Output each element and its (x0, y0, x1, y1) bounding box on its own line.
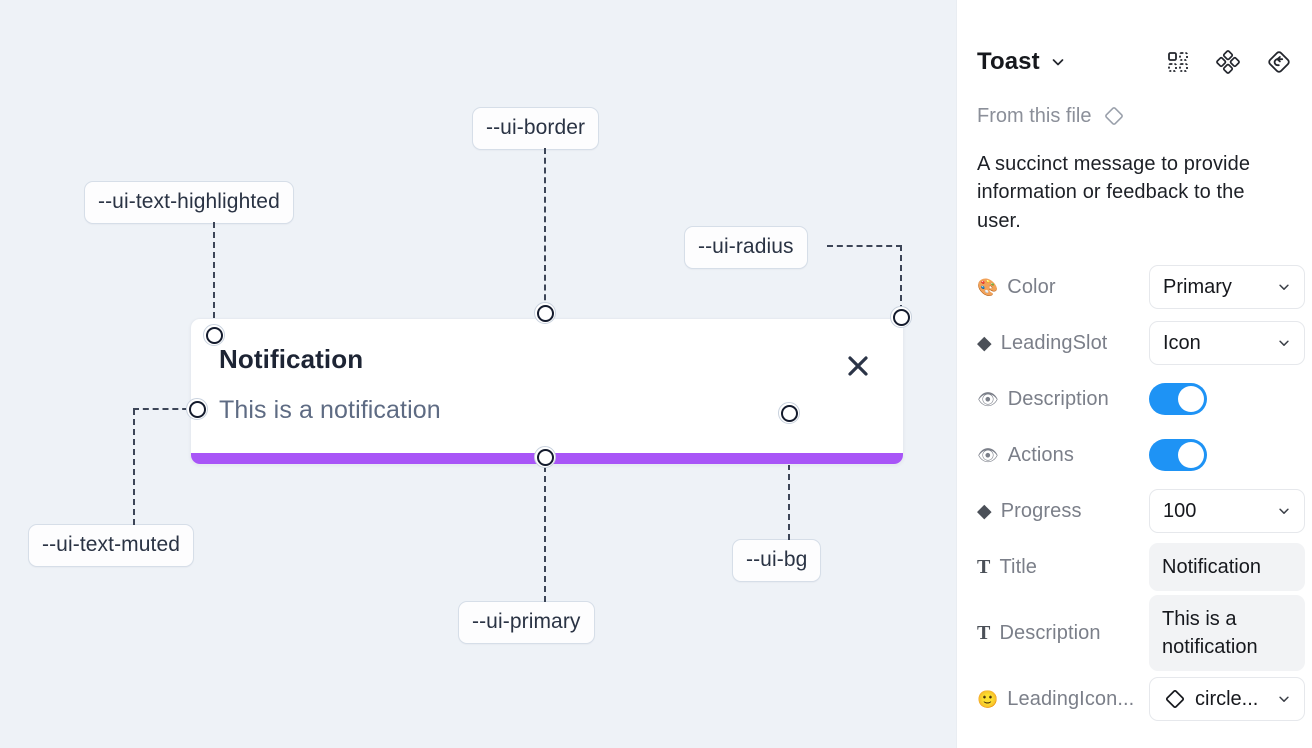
property-label-actions-toggle: 👁 Actions (977, 444, 1149, 467)
toggle-knob (1178, 442, 1204, 469)
annotation-label-ui-radius[interactable]: --ui-radius (684, 226, 808, 269)
annotation-connector-ui-radius-v (900, 245, 902, 311)
component-description: A succinct message to provide informatio… (977, 153, 1251, 232)
property-name-leadingslot: LeadingSlot (1000, 331, 1108, 354)
color-select-value: Primary (1163, 275, 1232, 298)
toggle-knob (1178, 386, 1204, 413)
annotation-anchor-ui-text-highlighted[interactable] (203, 324, 225, 346)
property-label-description-text: T Description (977, 622, 1149, 645)
property-row-progress: ◆ Progress 100 (977, 483, 1305, 539)
property-row-leadingicon: 🙂 LeadingIcon... circle... (977, 671, 1305, 727)
leadingicon-select[interactable]: circle... (1149, 677, 1305, 722)
property-name-description-text: Description (999, 621, 1101, 644)
chevron-down-icon (1277, 692, 1291, 706)
property-name-leadingicon: LeadingIcon... (1007, 687, 1135, 710)
property-label-progress: ◆ Progress (977, 500, 1149, 523)
panel-header: Toast (977, 0, 1292, 96)
toast-title: Notification (219, 344, 364, 374)
property-name-actions-toggle: Actions (1007, 443, 1074, 466)
diamond-glyph-icon: ◆ (977, 332, 992, 354)
property-name-progress: Progress (1000, 499, 1082, 522)
property-row-actions-toggle: 👁 Actions (977, 427, 1292, 483)
from-this-file-row[interactable]: From this file (977, 104, 1292, 128)
palette-emoji-icon: 🎨 (977, 277, 999, 297)
annotation-connector-ui-bg (788, 424, 790, 540)
diamond-outline-icon (1163, 687, 1187, 711)
eye-emoji-icon: 👁 (977, 389, 999, 409)
diamond-glyph-icon: ◆ (977, 500, 992, 522)
reset-diamond-icon[interactable] (1266, 49, 1292, 75)
text-glyph-icon: T (977, 556, 991, 579)
annotation-anchor-ui-primary[interactable] (534, 446, 556, 468)
annotation-anchor-ui-border[interactable] (534, 302, 556, 324)
close-icon[interactable] (843, 351, 873, 381)
annotation-connector-ui-primary (544, 466, 546, 602)
description-input[interactable]: This is a notification (1149, 595, 1305, 672)
annotation-label-ui-text-highlighted[interactable]: --ui-text-highlighted (84, 181, 294, 224)
annotation-anchor-ui-bg[interactable] (778, 402, 800, 424)
property-name-color: Color (1007, 275, 1056, 298)
description-input-value: This is a notification (1162, 608, 1258, 659)
toast-description: This is a notification (219, 396, 441, 424)
annotation-anchor-ui-text-muted[interactable] (186, 398, 208, 420)
chevron-down-icon (1277, 280, 1291, 294)
property-label-title: T Title (977, 556, 1149, 579)
toast-component-preview[interactable]: Notification This is a notification (190, 318, 904, 465)
chevron-down-icon (1277, 336, 1291, 350)
annotation-label-ui-bg[interactable]: --ui-bg (732, 539, 822, 582)
property-row-color: 🎨 Color Primary (977, 259, 1305, 315)
property-row-description-toggle: 👁 Description (977, 371, 1292, 427)
property-label-leadingicon: 🙂 LeadingIcon... (977, 688, 1149, 711)
property-label-color: 🎨 Color (977, 276, 1149, 299)
annotation-connector-ui-border (544, 148, 546, 310)
progress-select-value: 100 (1163, 499, 1197, 522)
eye-emoji-icon: 👁 (977, 445, 999, 465)
property-list: 🎨 Color Primary (977, 259, 1305, 727)
chevron-down-icon[interactable] (1050, 54, 1066, 70)
chevron-down-icon (1277, 504, 1291, 518)
annotation-label-ui-text-muted[interactable]: --ui-text-muted (28, 524, 195, 567)
color-select[interactable]: Primary (1149, 265, 1305, 310)
leadingicon-select-value: circle... (1195, 687, 1259, 710)
property-label-description-toggle: 👁 Description (977, 388, 1149, 411)
variants-diamond-icon[interactable] (1216, 50, 1240, 74)
leadingslot-select-value: Icon (1163, 331, 1201, 354)
property-label-leadingslot: ◆ LeadingSlot (977, 332, 1149, 355)
property-row-title: T Title Notification (977, 539, 1305, 595)
from-this-file-label: From this file (977, 104, 1092, 127)
smiley-emoji-icon: 🙂 (977, 689, 999, 709)
header-actions (1166, 49, 1292, 75)
annotation-connector-ui-text-muted-h (133, 408, 198, 410)
leadingslot-select[interactable]: Icon (1149, 321, 1305, 366)
annotation-connector-ui-text-highlighted (213, 222, 215, 328)
design-canvas[interactable]: --ui-border --ui-text-highlighted --ui-r… (0, 0, 956, 748)
text-glyph-icon: T (977, 622, 991, 645)
annotation-connector-ui-radius-h (827, 245, 902, 247)
property-row-description-text: T Description This is a notification (977, 595, 1305, 672)
property-row-leadingslot: ◆ LeadingSlot Icon (977, 315, 1305, 371)
annotation-anchor-ui-radius[interactable] (890, 306, 912, 328)
page-title[interactable]: Toast (977, 48, 1040, 75)
annotation-connector-ui-text-muted-v (133, 409, 135, 525)
title-input[interactable]: Notification (1149, 543, 1305, 592)
annotation-label-ui-primary[interactable]: --ui-primary (458, 601, 595, 644)
actions-toggle[interactable] (1149, 439, 1207, 472)
title-input-value: Notification (1162, 556, 1261, 579)
properties-panel: Toast (956, 0, 1312, 748)
property-name-title: Title (999, 555, 1037, 578)
property-name-description-toggle: Description (1007, 387, 1109, 410)
annotation-label-ui-border[interactable]: --ui-border (472, 107, 600, 150)
progress-select[interactable]: 100 (1149, 489, 1305, 534)
description-toggle[interactable] (1149, 383, 1207, 416)
component-grid-icon[interactable] (1166, 50, 1190, 74)
diamond-outline-icon (1102, 104, 1126, 128)
